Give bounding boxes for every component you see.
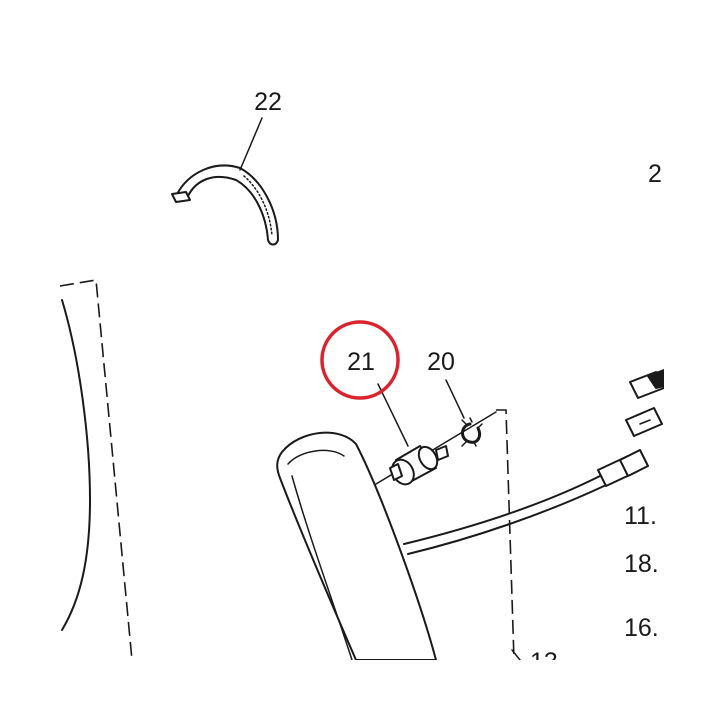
label-16: 16.: [624, 614, 659, 642]
leader-line-21: [377, 383, 409, 447]
label-2x: 2: [648, 160, 662, 188]
leader-line-20: [445, 379, 465, 419]
label-21: 21: [347, 348, 375, 376]
connector-middle[interactable]: [625, 407, 663, 437]
left-curved-edge: [61, 299, 91, 631]
lamp-housing[interactable]: [276, 431, 437, 661]
bottom-crop: [0, 660, 720, 720]
label-20: 20: [427, 348, 455, 376]
leader-line-22: [239, 117, 263, 171]
part-22-curved-strip[interactable]: [171, 164, 279, 246]
label-18: 18.: [624, 550, 659, 578]
highlight-circle: [320, 320, 400, 400]
wire-harness[interactable]: [403, 449, 649, 555]
right-crop: [664, 0, 720, 720]
right-dashed-outline: [496, 409, 515, 661]
part-20-snap-ring[interactable]: [461, 417, 483, 447]
connector-upper[interactable]: [629, 369, 665, 399]
part-21-bulb[interactable]: [388, 444, 449, 489]
label-22: 22: [254, 88, 282, 116]
label-11: 11.: [624, 502, 657, 530]
left-dashed-outline: [59, 279, 133, 661]
leader-line-13: [511, 649, 521, 661]
